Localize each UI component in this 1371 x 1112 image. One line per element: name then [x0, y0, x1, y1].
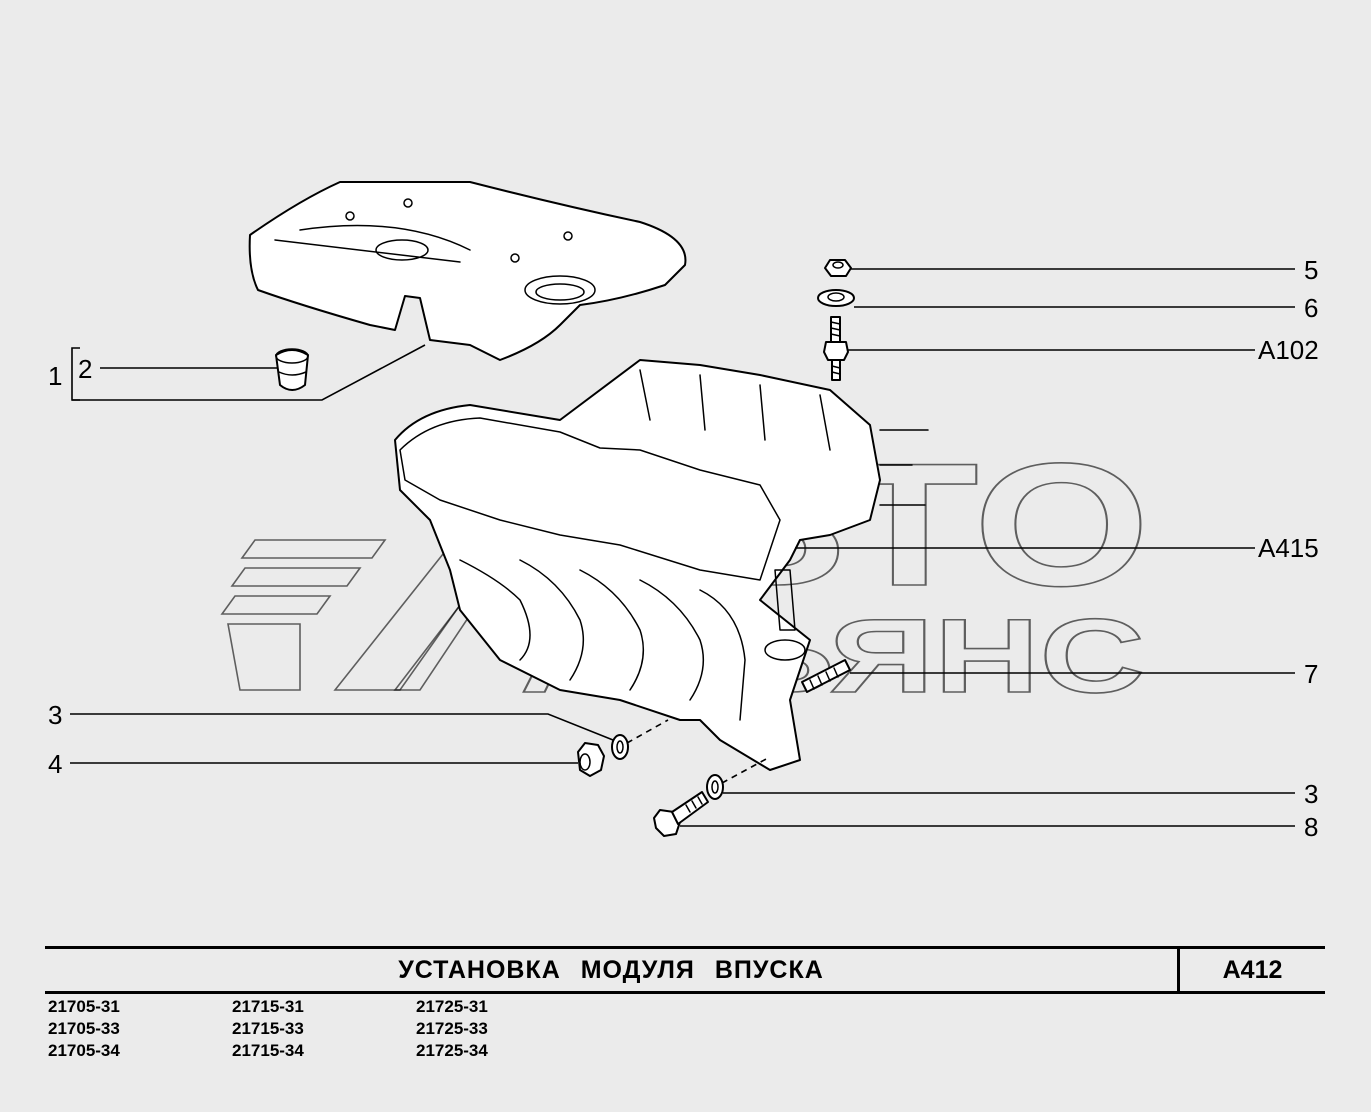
- model-list-col2: 21715-31 21715-33 21715-34: [232, 996, 304, 1062]
- callout-5: 5: [1304, 255, 1318, 285]
- dash-2: [721, 757, 769, 784]
- callout-3-left: 3: [48, 700, 62, 730]
- page-title: УСТАНОВКА МОДУЛЯ ВПУСКА: [398, 956, 824, 984]
- callout-3-right: 3: [1304, 779, 1318, 809]
- leader-3-left: [70, 713, 614, 741]
- part-3-washer-left: [611, 734, 629, 760]
- model-code: 21705-34: [48, 1041, 120, 1060]
- part-3-washer-left-hole: [616, 740, 624, 754]
- dash-1: [626, 719, 669, 744]
- callout-8: 8: [1304, 812, 1318, 842]
- title-divider: [1177, 949, 1180, 991]
- model-list-col1: 21705-31 21705-33 21705-34: [48, 996, 120, 1062]
- callouts: 1 2 5 6 А102 А415 7 3 4 3 8: [48, 255, 1319, 842]
- diagram-code: А412: [1222, 956, 1283, 984]
- part-7-stud: [801, 659, 851, 693]
- intake-module: [394, 359, 929, 771]
- model-code: 21715-33: [232, 1019, 304, 1038]
- callout-4: 4: [48, 749, 62, 779]
- part-5-nut: [824, 259, 852, 277]
- part-3-washer-right-hole: [711, 780, 719, 794]
- part-8-bolt: [653, 791, 709, 837]
- model-code: 21725-33: [416, 1019, 488, 1038]
- model-list-col3: 21725-31 21725-33 21725-34: [416, 996, 488, 1062]
- part-3-washer-right: [706, 774, 724, 800]
- part-6-washer: [817, 289, 855, 307]
- model-code: 21715-31: [232, 997, 304, 1016]
- model-code: 21725-31: [416, 997, 488, 1016]
- model-code: 21715-34: [232, 1041, 304, 1060]
- leader-1: [72, 344, 426, 401]
- part-2-bushing: [275, 348, 309, 391]
- callout-6: 6: [1304, 293, 1318, 323]
- model-code: 21705-31: [48, 997, 120, 1016]
- callout-7: 7: [1304, 659, 1318, 689]
- leader-lines: [70, 268, 1295, 827]
- engine-cover: [248, 181, 687, 361]
- part-a102-stud: [823, 316, 849, 381]
- model-code: 21705-33: [48, 1019, 120, 1038]
- callout-1: 1: [48, 361, 62, 391]
- title-block: УСТАНОВКА МОДУЛЯ ВПУСКА А412: [45, 946, 1325, 994]
- callout-a415: А415: [1258, 533, 1319, 563]
- callout-2: 2: [78, 354, 92, 384]
- part-4-nut: [577, 742, 605, 777]
- callout-a102: А102: [1258, 335, 1319, 365]
- model-code: 21725-34: [416, 1041, 488, 1060]
